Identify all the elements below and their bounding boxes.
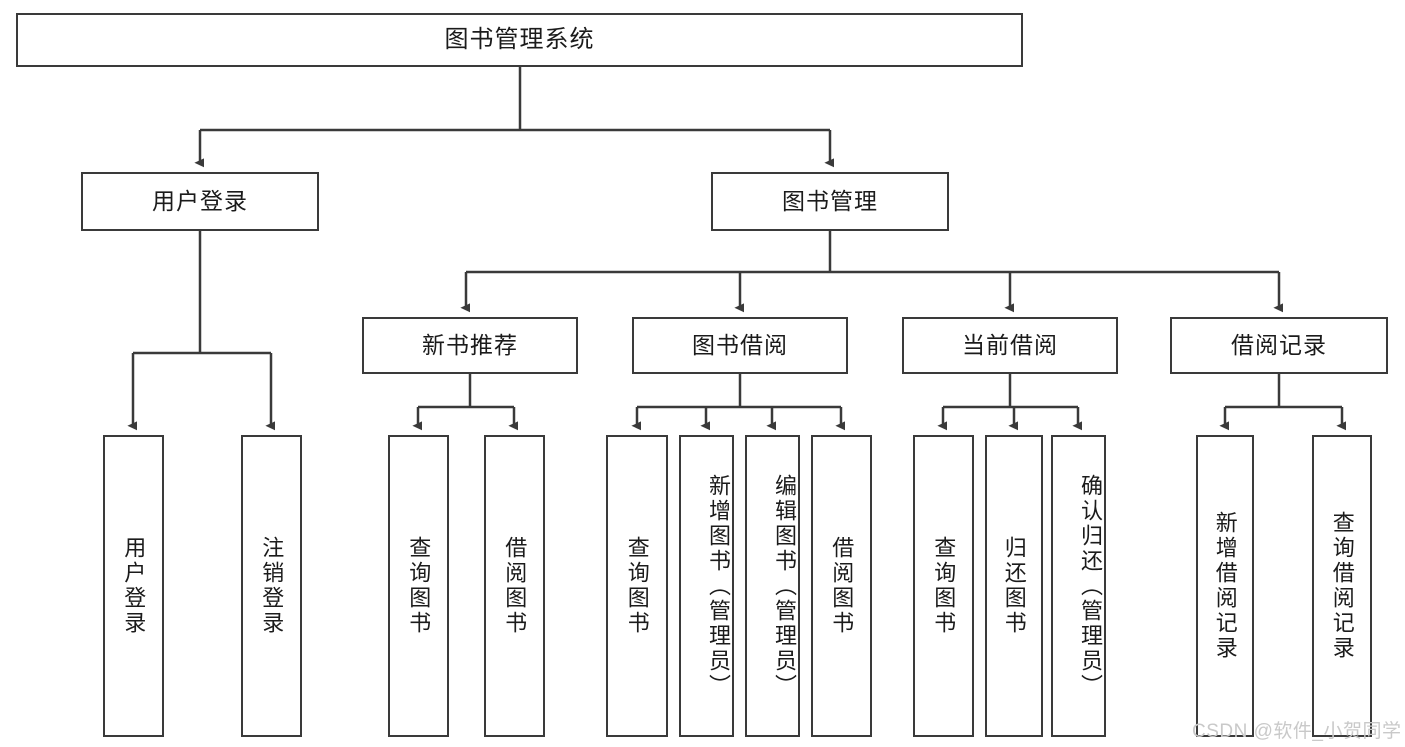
csdn-watermark: CSDN @软件_小贺同学 xyxy=(1192,721,1402,742)
leaf-add-borrow-record[interactable]: 新增借阅记录 xyxy=(1196,435,1254,737)
node-borrow-record[interactable]: 借阅记录 xyxy=(1170,317,1388,374)
node-current-borrow[interactable]: 当前借阅 xyxy=(902,317,1118,374)
leaf-query-book-1[interactable]: 查询图书 xyxy=(388,435,449,737)
leaf-borrow-book-1[interactable]: 借阅图书 xyxy=(484,435,545,737)
leaf-query-borrow-record[interactable]: 查询借阅记录 xyxy=(1312,435,1372,737)
leaf-query-book-3[interactable]: 查询图书 xyxy=(913,435,974,737)
node-new-book-recommend[interactable]: 新书推荐 xyxy=(362,317,578,374)
node-user-login[interactable]: 用户登录 xyxy=(81,172,319,231)
leaf-borrow-book-2[interactable]: 借阅图书 xyxy=(811,435,872,737)
node-root[interactable]: 图书管理系统 xyxy=(16,13,1023,67)
node-book-manage[interactable]: 图书管理 xyxy=(711,172,949,231)
leaf-edit-book[interactable]: 编辑图书（管理员） xyxy=(745,435,800,737)
leaf-add-book[interactable]: 新增图书（管理员） xyxy=(679,435,734,737)
node-book-borrow[interactable]: 图书借阅 xyxy=(632,317,848,374)
leaf-confirm-return[interactable]: 确认归还（管理员） xyxy=(1051,435,1106,737)
leaf-query-book-2[interactable]: 查询图书 xyxy=(606,435,668,737)
leaf-user-login[interactable]: 用户登录 xyxy=(103,435,164,737)
leaf-return-book[interactable]: 归还图书 xyxy=(985,435,1043,737)
leaf-logout-login[interactable]: 注销登录 xyxy=(241,435,302,737)
